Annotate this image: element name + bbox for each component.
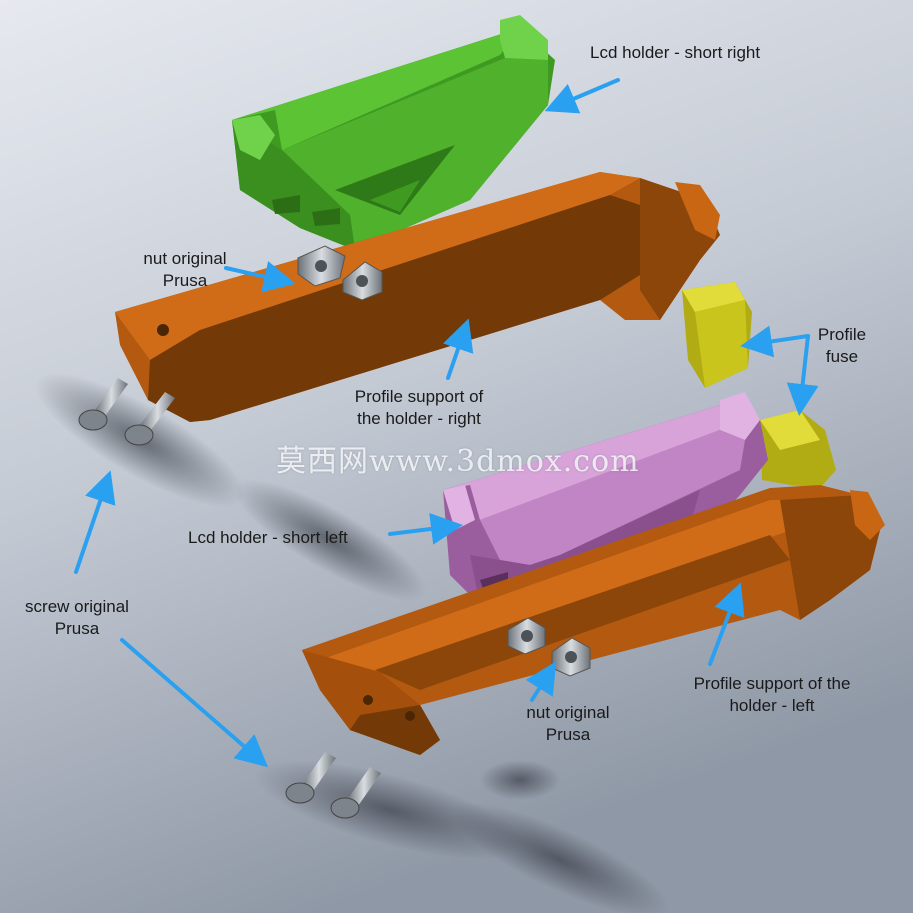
label-nut-bottom-line2: Prusa xyxy=(545,725,591,744)
arrow-fuse-lower xyxy=(786,334,819,416)
arrow-profile-right xyxy=(443,318,474,380)
profile-support-left-part xyxy=(302,485,885,755)
label-profile-support-left: Profile support of the holder - left xyxy=(680,673,864,717)
label-profile-fuse-line1: Profile xyxy=(817,325,867,344)
label-profile-fuse: Profile fuse xyxy=(806,324,878,368)
label-nut-top-line1: nut original xyxy=(143,249,227,268)
arrow-lcd-short-left xyxy=(388,513,463,545)
nuts-top xyxy=(297,245,383,301)
label-nut-top: nut original Prusa xyxy=(136,248,234,292)
label-profile-right-line1: Profile support of xyxy=(354,387,484,406)
label-nut-bottom: nut original Prusa xyxy=(518,702,618,746)
label-profile-fuse-line2: fuse xyxy=(825,347,859,366)
label-lcd-short-left-text: Lcd holder - short left xyxy=(188,528,348,547)
arrow-lcd-short-right xyxy=(544,78,620,114)
lcd-holder-short-right-part xyxy=(232,15,555,250)
label-profile-support-right: Profile support of the holder - right xyxy=(340,386,498,430)
profile-support-right-part xyxy=(115,172,720,422)
label-lcd-short-right-text: Lcd holder - short right xyxy=(590,43,761,62)
label-lcd-holder-short-right: Lcd holder - short right xyxy=(590,42,760,64)
screws-bottom xyxy=(285,752,381,819)
arrow-screw-bottom xyxy=(120,638,269,768)
arrow-fuse-upper xyxy=(740,325,810,358)
profile-fuse-parts xyxy=(682,282,836,488)
arrow-nut-bottom xyxy=(525,661,557,702)
label-profile-right-line2: the holder - right xyxy=(357,409,481,428)
label-screw: screw original Prusa xyxy=(14,596,140,640)
label-screw-line2: Prusa xyxy=(54,619,100,638)
arrow-profile-left xyxy=(708,582,745,666)
label-lcd-holder-short-left: Lcd holder - short left xyxy=(188,527,348,549)
label-nut-bottom-line1: nut original xyxy=(526,703,610,722)
label-profile-left-line1: Profile support of the xyxy=(693,674,851,693)
watermark: 莫西网www.3dmox.com xyxy=(276,444,640,479)
label-profile-left-line2: holder - left xyxy=(729,696,815,715)
arrow-nut-top xyxy=(224,261,296,293)
arrow-screw-top xyxy=(74,470,116,574)
callout-arrows xyxy=(74,78,819,768)
label-screw-line1: screw original xyxy=(25,597,129,616)
screws-top xyxy=(78,378,175,446)
label-nut-top-line2: Prusa xyxy=(162,271,208,290)
